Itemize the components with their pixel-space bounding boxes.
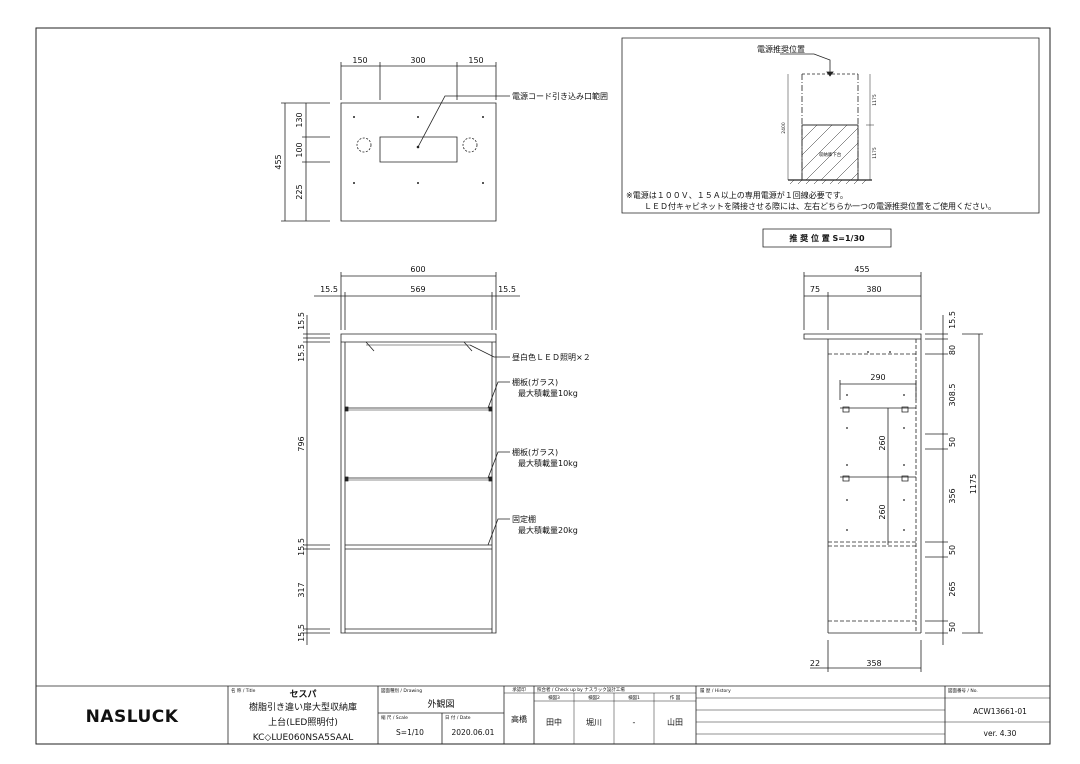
drafter: 山田: [667, 717, 683, 727]
recommend-box: [622, 38, 1039, 247]
hole-right: [463, 138, 477, 152]
side-dim-358: 358: [866, 659, 881, 668]
side-dim-265: 265: [948, 581, 957, 596]
approver-name: 高橋: [511, 714, 527, 724]
side-dim-308-5: 308.5: [948, 384, 957, 407]
front-dim-796: 796: [297, 436, 306, 451]
side-dim-50-c: 50: [948, 622, 957, 632]
date-value: 2020.06.01: [452, 728, 495, 737]
scale-value: S=1/10: [396, 728, 424, 737]
front-dim-600: 600: [410, 265, 425, 274]
cord-opening: [380, 137, 457, 162]
side-dim-290: 290: [870, 373, 885, 382]
check-col-2: 検図2: [588, 694, 600, 701]
side-dim-15-5: 15.5: [948, 311, 957, 329]
checker-1: -: [633, 718, 636, 727]
front-dim-mid-15-5: 15.5: [297, 538, 306, 556]
front-dim-top-15-5: 15.5: [297, 312, 306, 330]
date-header: 日 付 / Date: [445, 714, 471, 721]
front-dim-569: 569: [410, 285, 425, 294]
power-position-label: 電源推奨位置: [757, 44, 805, 54]
product-name-1: 樹脂引き違い扉大型収納庫: [249, 701, 357, 713]
front-dim-317: 317: [297, 582, 306, 597]
side-dim-50-b: 50: [948, 545, 957, 555]
top-dim-300: 300: [410, 56, 425, 65]
checker-2: 堀川: [586, 718, 602, 727]
power-note-1: ※電源は１００Ｖ、１５Ａ以上の専用電源が１回線必要です。: [626, 190, 848, 200]
top-dim-150-left: 150: [352, 56, 367, 65]
top-panel-outline: [341, 103, 496, 221]
approve-header: 承認印: [512, 686, 526, 693]
drawing-type: 外観図: [427, 698, 454, 710]
checker-3: 田中: [546, 717, 562, 727]
fixed-shelf-title: 固定棚: [512, 514, 536, 524]
side-dim-356: 356: [948, 488, 957, 503]
check-col-3: 検図3: [548, 694, 560, 701]
rec-dim-1175-lower: 1175: [872, 147, 878, 159]
drawing-header: 図面種別 / Drawing: [381, 687, 422, 694]
top-dim-150-right: 150: [468, 56, 483, 65]
base-cabinet-label: 収納庫下台: [819, 151, 842, 158]
side-dim-380: 380: [866, 285, 881, 294]
side-dim-80: 80: [948, 345, 957, 355]
top-view-texts: 150 300 150 130 100 225 455 電源コード引き込み口範囲: [274, 56, 608, 200]
side-view-texts: 455 75 380 290 260 260 15.5 80 308.5 50 …: [810, 265, 978, 668]
side-dim-75: 75: [810, 285, 820, 294]
front-view: [303, 272, 520, 645]
title-block-texts: NASLUCK 名 称 / Title セスパ 樹脂引き違い扉大型収納庫 上台(…: [86, 686, 1028, 743]
brand-logo: NASLUCK: [86, 707, 179, 727]
name-header: 名 称 / Title: [231, 687, 256, 694]
shelf1-title: 棚板(ガラス): [512, 377, 558, 387]
side-view: [804, 272, 983, 672]
scale-header: 縮 尺 / Scale: [381, 714, 408, 721]
side-top-board: [804, 334, 921, 339]
recommend-texts: 電源推奨位置 2400 1175 1175 収納庫下台 ※電源は１００Ｖ、１５Ａ…: [626, 44, 996, 243]
drawing-no-header: 図面番号 / No.: [948, 687, 978, 694]
version: ver. 4.30: [984, 729, 1017, 738]
shelf2-title: 棚板(ガラス): [512, 447, 558, 457]
side-dim-1175: 1175: [969, 474, 978, 494]
side-dim-260-upper: 260: [878, 435, 887, 450]
product-name-2: 上台(LED照明付): [268, 716, 338, 728]
top-view: [281, 62, 510, 221]
check-col-draft: 作 図: [670, 694, 681, 701]
check-header: 照合者 / Check up by ナスラック設計工場: [537, 686, 625, 693]
side-dim-22: 22: [810, 659, 820, 668]
side-dim-455: 455: [854, 265, 869, 274]
cord-range-label: 電源コード引き込み口範囲: [512, 91, 608, 101]
sheet-border: [36, 28, 1050, 744]
top-dim-455: 455: [274, 154, 283, 169]
rec-dim-1175-upper: 1175: [872, 94, 878, 106]
check-col-1: 検図1: [628, 694, 640, 701]
top-dim-225: 225: [295, 184, 304, 199]
side-dim-260-lower: 260: [878, 504, 887, 519]
recommend-caption: 推 奨 位 置 S=1/30: [789, 233, 865, 243]
shelf1-load: 最大積載量10kg: [518, 388, 578, 398]
series-name: セスパ: [289, 688, 316, 700]
title-block: [36, 686, 1050, 744]
top-dim-100: 100: [295, 142, 304, 157]
front-dim-bottom-15-5: 15.5: [297, 624, 306, 642]
product-code: KC◇LUE060NSA5SAAL: [253, 733, 354, 743]
rec-dim-2400: 2400: [781, 122, 787, 134]
top-dim-130: 130: [295, 112, 304, 127]
hole-left: [357, 138, 371, 152]
front-outline: [341, 334, 496, 633]
front-dim-upper-15-5: 15.5: [297, 344, 306, 362]
power-note-2: ＬＥＤ付キャビネットを隣接させる際には、左右どちらか一つの電源推奨位置をご使用く…: [644, 201, 996, 211]
shelf2-load: 最大積載量10kg: [518, 458, 578, 468]
front-dim-side-right: 15.5: [498, 285, 516, 294]
front-view-texts: 600 569 15.5 15.5 15.5 15.5 796 15.5 317…: [297, 265, 591, 642]
history-header: 履 歴 / History: [700, 688, 731, 694]
side-dim-50-a: 50: [948, 437, 957, 447]
fixed-shelf-load: 最大積載量20kg: [518, 525, 578, 535]
led-label: 昼白色ＬＥＤ照明×２: [512, 352, 591, 362]
drawing-number: ACW13661-01: [973, 707, 1027, 716]
front-dim-side-left: 15.5: [320, 285, 338, 294]
